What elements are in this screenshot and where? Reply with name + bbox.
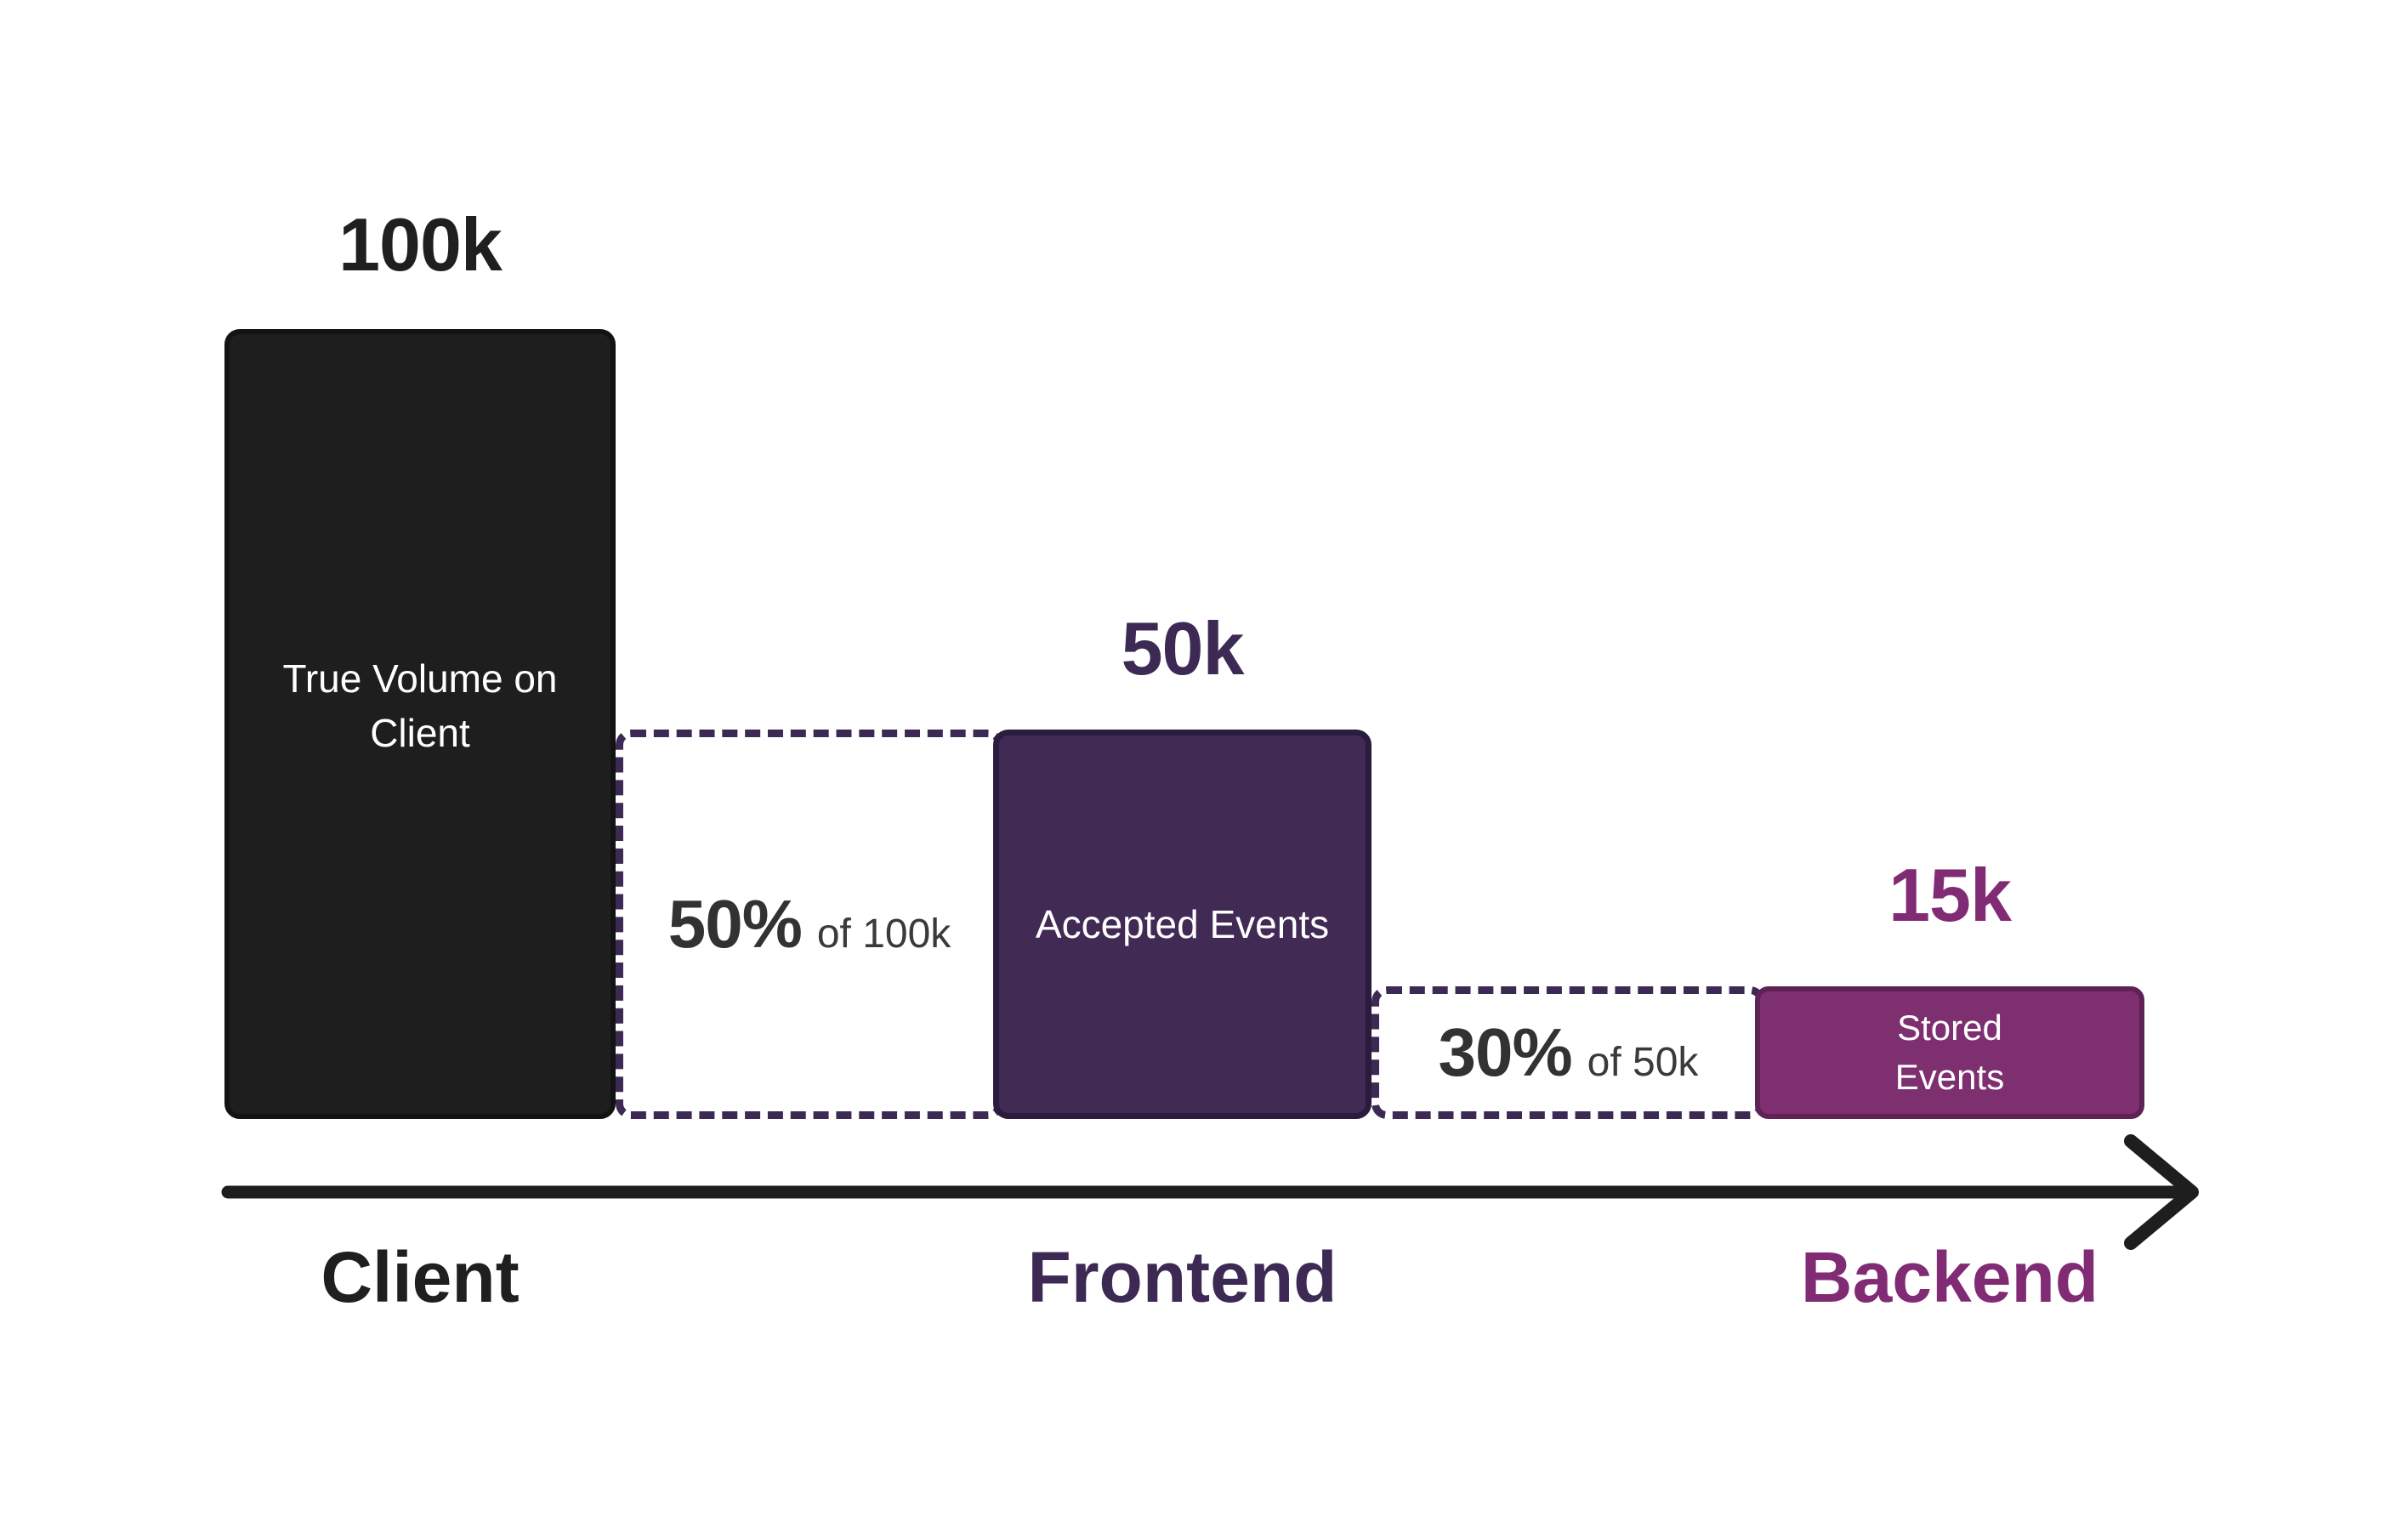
value-label-frontend: 50k xyxy=(1121,606,1245,690)
axis-label-backend: Backend xyxy=(1800,1237,2099,1317)
client-bar-label: True Volume on Client xyxy=(282,651,557,760)
client-volume-bar: True Volume on Client xyxy=(224,329,616,1119)
axis-label-client: Client xyxy=(321,1237,520,1317)
arrow-head-icon xyxy=(2124,1134,2199,1250)
drop-annotation: 50% of 100k xyxy=(668,885,951,963)
drop-percent: 50% xyxy=(667,886,803,962)
value-label-client: 100k xyxy=(338,202,503,287)
drop-annotation: 30% of 50k xyxy=(1439,1014,1699,1092)
accepted-events-bar: Accepted Events xyxy=(993,730,1372,1119)
drop-of-text: of 50k xyxy=(1587,1040,1699,1085)
stored-events-label-line2: Events xyxy=(1894,1057,2005,1097)
value-label-backend: 15k xyxy=(1888,853,2012,937)
drop-of-text: of 100k xyxy=(816,911,951,957)
client-bar-label-line2: Client xyxy=(370,710,470,755)
axis-label-frontend: Frontend xyxy=(1027,1237,1337,1317)
drop-percent: 30% xyxy=(1438,1014,1573,1090)
drop-box-client-to-frontend: 50% of 100k xyxy=(616,730,1003,1119)
stored-events-bar-label: Stored Events xyxy=(1895,1003,2004,1102)
stored-events-label-line1: Stored xyxy=(1897,1008,2002,1048)
accepted-events-bar-label: Accepted Events xyxy=(1035,902,1330,946)
client-bar-label-line1: True Volume on xyxy=(282,656,558,701)
stored-events-bar: Stored Events xyxy=(1755,986,2144,1119)
